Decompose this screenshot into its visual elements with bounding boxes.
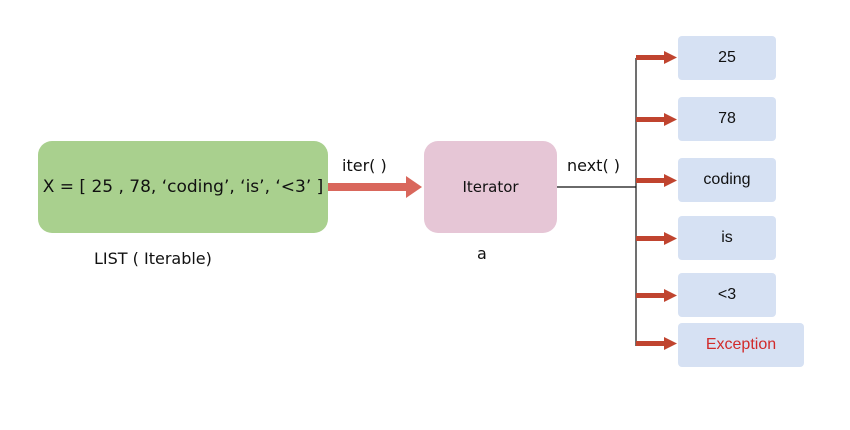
- list-content: X = [ 25 , 78, ‘coding’, ‘is’, ‘<3’ ]: [42, 177, 324, 197]
- output-label: 25: [718, 49, 736, 66]
- iter-function-label: iter( ): [342, 156, 387, 175]
- output-label: Exception: [705, 336, 777, 353]
- output-box-25: 25: [678, 36, 776, 80]
- iterator-label: Iterator: [462, 178, 519, 196]
- iterator-box: Iterator: [424, 141, 557, 233]
- output-box-is: is: [678, 216, 776, 260]
- next-function-label: next( ): [567, 156, 621, 175]
- iter-arrow: [328, 176, 422, 198]
- branch-arrow: [636, 174, 677, 187]
- iterator-caption: a: [477, 244, 487, 263]
- output-box-coding: coding: [678, 158, 776, 202]
- list-box: X = [ 25 , 78, ‘coding’, ‘is’, ‘<3’ ]: [38, 141, 328, 233]
- branch-arrow: [636, 337, 677, 350]
- branch-arrow: [636, 113, 677, 126]
- branch-arrow: [636, 51, 677, 64]
- output-box-heart: <3: [678, 273, 776, 317]
- list-caption: LIST ( Iterable): [94, 249, 212, 268]
- output-box-78: 78: [678, 97, 776, 141]
- branch-arrow: [636, 289, 677, 302]
- output-label: 78: [718, 110, 736, 127]
- output-box-exception: Exception: [678, 323, 804, 367]
- output-label: coding: [703, 171, 751, 188]
- output-label: is: [721, 229, 733, 246]
- output-label: <3: [717, 286, 737, 303]
- branch-arrow: [636, 232, 677, 245]
